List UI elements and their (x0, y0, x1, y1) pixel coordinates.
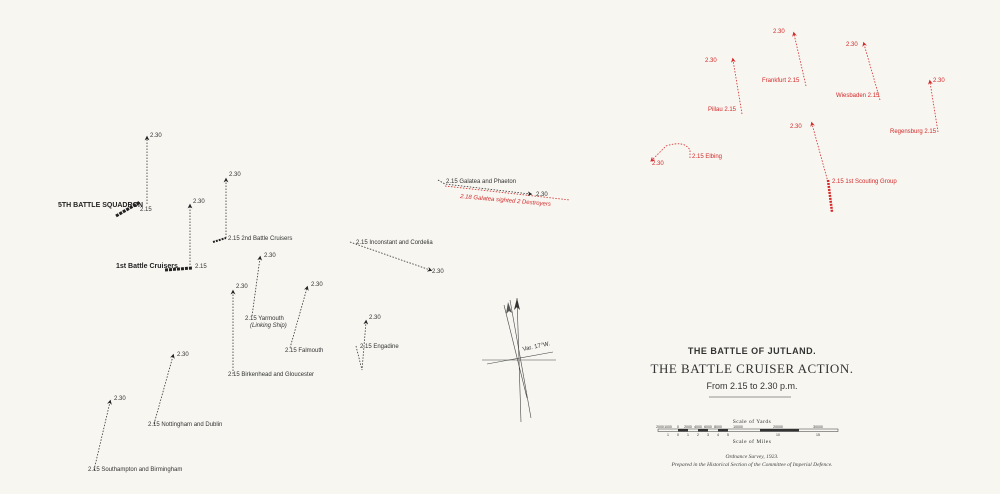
scale-yard-tick: 8000 (714, 425, 722, 429)
svg-text:Var. 17°W.: Var. 17°W. (522, 341, 551, 353)
svg-text:Scale of Miles: Scale of Miles (733, 438, 772, 445)
scale-yard-tick: 0 (677, 425, 679, 429)
svg-text:2.30: 2.30 (652, 161, 664, 167)
scale-yard-tick: 4000 (694, 425, 702, 429)
scale-mile-tick: 2 (697, 433, 699, 437)
scale-yard-tick: 30000 (813, 425, 823, 429)
svg-text:2.30: 2.30 (311, 282, 323, 288)
svg-text:2.15 2nd Battle Cruisers: 2.15 2nd Battle Cruisers (228, 236, 292, 242)
svg-text:Regensburg 2.15: Regensburg 2.15 (890, 129, 937, 135)
scale-mile-tick: 1 (687, 433, 689, 437)
track-wiesbaden: Wiesbaden 2.15 2.30 (836, 41, 881, 101)
svg-text:2.30: 2.30 (705, 58, 717, 64)
track-frankfurt: Frankfurt 2.15 2.30 (762, 29, 807, 87)
track-galatea: 2.15 Galatea and Phaeton 2.30 2.18 Galat… (437, 179, 571, 208)
svg-text:2.30: 2.30 (193, 199, 205, 205)
scale-mile-tick: 10 (776, 433, 780, 437)
svg-text:2.30: 2.30 (846, 42, 858, 48)
title-time: From 2.15 to 2.30 p.m. (706, 381, 797, 391)
svg-text:1st Battle Cruisers: 1st Battle Cruisers (116, 263, 178, 270)
svg-text:2.30: 2.30 (773, 29, 785, 35)
track-birkenhead: 2.15 Birkenhead and Gloucester 2.30 (228, 284, 314, 378)
track-2nd-battle-cruisers: 2.15 2nd Battle Cruisers 2.30 (212, 172, 292, 243)
svg-text:2.15 Southampton and Birmingha: 2.15 Southampton and Birmingham (88, 467, 182, 473)
credit-survey: Ordnance Survey, 1923. (726, 454, 779, 460)
svg-text:2.15: 2.15 (140, 207, 152, 213)
svg-text:2.30: 2.30 (229, 172, 241, 178)
scale-mile-tick: 4 (717, 433, 719, 437)
svg-text:2.15 1st Scouting Group: 2.15 1st Scouting Group (832, 179, 897, 185)
track-southampton: 2.15 Southampton and Birmingham 2.30 (88, 396, 182, 473)
track-1st-battle-cruisers: 1st Battle Cruisers 2.15 2.30 (116, 199, 207, 272)
track-pillau: Pillau 2.15 2.30 (705, 57, 743, 115)
svg-text:2.15 Engadine: 2.15 Engadine (360, 344, 399, 350)
svg-text:2.15 Falmouth: 2.15 Falmouth (285, 348, 323, 354)
track-engadine: 2.15 Engadine 2.30 (355, 315, 399, 371)
svg-text:Scale of Yards: Scale of Yards (733, 418, 772, 425)
track-1st-scouting-group: 2.15 1st Scouting Group 2.30 (790, 121, 897, 213)
svg-text:2.15 Inconstant and Cordelia: 2.15 Inconstant and Cordelia (356, 240, 433, 246)
svg-text:2.15 Birkenhead and Gloucester: 2.15 Birkenhead and Gloucester (228, 372, 314, 378)
svg-text:Pillau 2.15: Pillau 2.15 (708, 107, 737, 113)
scale-mile-tick: 0 (677, 433, 679, 437)
svg-text:2.15 Galatea and Phaeton: 2.15 Galatea and Phaeton (446, 179, 516, 185)
track-5th-battle-squadron: 5TH BATTLE SQUADRON 2.15 2.30 (58, 133, 162, 218)
compass-rose: Var. 17°W. (482, 297, 556, 423)
scale-mile-tick: 15 (816, 433, 820, 437)
svg-text:2.15 Nottingham and Dublin: 2.15 Nottingham and Dublin (148, 422, 222, 428)
track-elbing: 2.15 Elbing 2.30 (650, 143, 722, 167)
scale-yard-tick: 2000 (656, 425, 664, 429)
scale-yard-tick: 10000 (733, 425, 743, 429)
north-arrow-icon (514, 298, 520, 310)
svg-text:2.30: 2.30 (114, 396, 126, 402)
svg-text:2.30: 2.30 (933, 78, 945, 84)
title-block: THE BATTLE OF JUTLAND. THE BATTLE CRUISE… (651, 346, 854, 398)
svg-text:Frankfurt 2.15: Frankfurt 2.15 (762, 78, 800, 84)
title-battle: THE BATTLE OF JUTLAND. (688, 346, 816, 356)
svg-text:2.15: 2.15 (195, 264, 207, 270)
credit-prepared: Prepared in the Historical Section of th… (670, 461, 832, 468)
svg-text:2.15 Yarmouth: 2.15 Yarmouth (245, 316, 284, 322)
scale-yard-tick: 20000 (773, 425, 783, 429)
svg-text:(Linking Ship): (Linking Ship) (250, 323, 287, 329)
title-action: THE BATTLE CRUISER ACTION. (651, 361, 854, 376)
track-falmouth: 2.15 Falmouth 2.30 (285, 282, 323, 354)
svg-text:2.30: 2.30 (790, 124, 802, 130)
scale-mile-tick: 3 (707, 433, 709, 437)
svg-text:2.30: 2.30 (177, 352, 189, 358)
svg-text:2.30: 2.30 (150, 133, 162, 139)
scale-yard-tick: 6000 (704, 425, 712, 429)
scale-mile-tick: 5 (727, 433, 729, 437)
svg-text:2.30: 2.30 (264, 253, 276, 259)
svg-text:2.30: 2.30 (236, 284, 248, 290)
fifth-bs-label: 5TH BATTLE SQUADRON (58, 202, 143, 209)
track-regensburg: Regensburg 2.15 2.30 (890, 78, 945, 135)
svg-text:2.30: 2.30 (369, 315, 381, 321)
track-yarmouth: 2.15 Yarmouth (Linking Ship) 2.30 (245, 253, 287, 329)
svg-text:Wiesbaden 2.15: Wiesbaden 2.15 (836, 93, 880, 99)
scale-yard-tick: 2000 (684, 425, 692, 429)
svg-text:2.30: 2.30 (536, 192, 548, 198)
svg-text:2.15 Elbing: 2.15 Elbing (692, 154, 722, 160)
track-nottingham: 2.15 Nottingham and Dublin 2.30 (148, 352, 222, 428)
scale-yard-tick: 1000 (664, 425, 672, 429)
svg-text:2.30: 2.30 (432, 269, 444, 275)
track-inconstant: 2.15 Inconstant and Cordelia 2.30 (349, 240, 444, 275)
scale-mile-tick: 1 (667, 433, 669, 437)
